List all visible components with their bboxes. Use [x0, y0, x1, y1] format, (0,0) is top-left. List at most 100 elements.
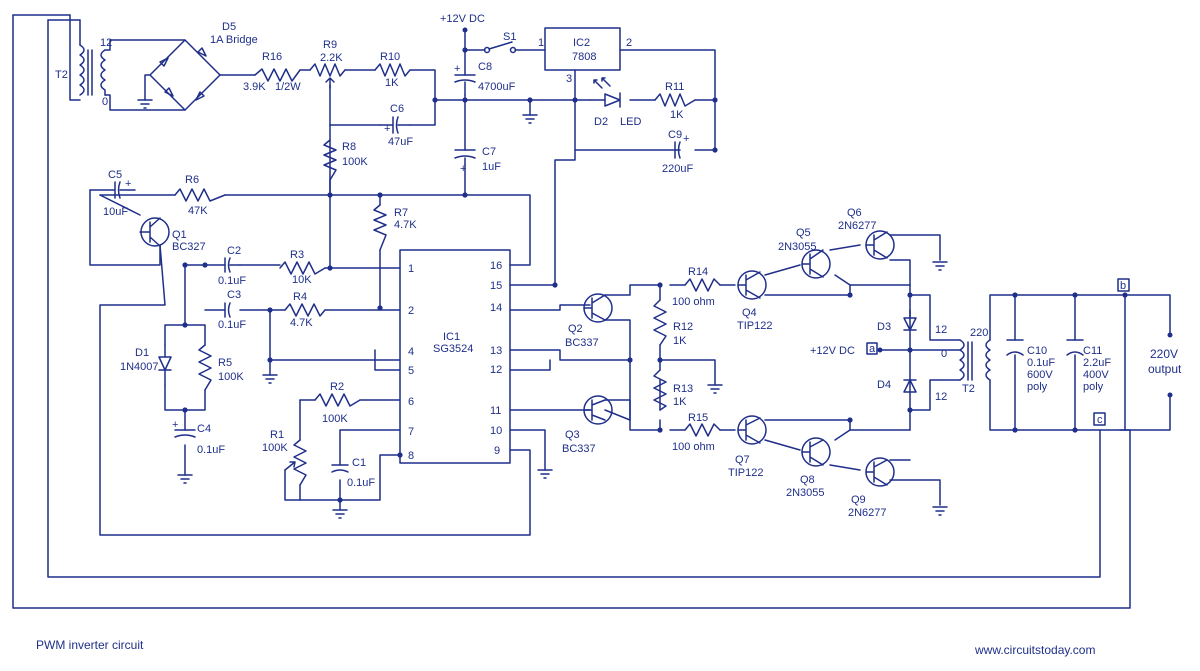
supply-mid-label: +12V DC [810, 345, 855, 357]
c3-ref: C3 [227, 289, 241, 301]
node-c-box [1093, 412, 1106, 426]
c4-value: 0.1uF [197, 444, 225, 456]
c11-value: 2.2uF [1083, 357, 1111, 369]
r8-ref: R8 [342, 141, 356, 153]
ground-icon [522, 114, 538, 124]
r15-value: 100 ohm [672, 441, 715, 453]
q3-ref: Q3 [565, 429, 580, 441]
c8-value: 4700uF [478, 81, 516, 93]
resistor-r2 [314, 393, 361, 407]
transformer-t2-right [959, 339, 991, 381]
c11-ref: C11 [1083, 345, 1102, 357]
c2-ref: C2 [227, 245, 241, 257]
c10-value: 0.1uF [1027, 357, 1055, 369]
ic1-pin: 15 [490, 280, 502, 292]
t2-left-pin-bottom: 0 [102, 96, 108, 108]
r10-value: 1K [385, 77, 399, 89]
r4-ref: R4 [293, 291, 307, 303]
ground-icon [262, 374, 278, 384]
r12-value: 1K [673, 335, 687, 347]
r9-ref: R9 [323, 39, 337, 51]
d3-ref: D3 [877, 321, 891, 333]
r14-ref: R14 [688, 266, 708, 278]
c8-ref: C8 [478, 61, 492, 73]
wires [12, 14, 1171, 609]
r12-ref: R12 [673, 321, 693, 333]
resistor-r6 [174, 188, 226, 202]
ic2-pin1: 1 [538, 37, 544, 49]
junction-dots [182, 47, 1128, 503]
capacitor-c9 [674, 141, 681, 159]
supply-top-terminal [462, 27, 468, 33]
c8-plus: + [454, 63, 460, 75]
c5-value: 10uF [103, 206, 128, 218]
c1-ref: C1 [352, 457, 366, 469]
c9-value: 220uF [662, 163, 693, 175]
r5-ref: R5 [218, 357, 232, 369]
node-a-label: a [869, 343, 876, 355]
r2-ref: R2 [330, 381, 344, 393]
pwm-controller-ic1 [399, 249, 511, 464]
output-terminal-bottom [1167, 392, 1173, 398]
ic1-pin: 1 [408, 263, 414, 275]
output-terminal-top [1167, 332, 1173, 338]
q5-ref: Q5 [796, 227, 811, 239]
ic2-pin3: 3 [566, 73, 572, 85]
r9-wiper [325, 77, 335, 89]
d2-value: LED [620, 116, 641, 128]
ground-icon [332, 509, 348, 519]
r4-value: 4.7K [290, 317, 313, 329]
q4-ref: Q4 [742, 307, 757, 319]
transistor-q6 [865, 230, 895, 260]
diode-d4 [903, 379, 917, 393]
resistor-r12 [653, 299, 667, 346]
d5-ref: D5 [222, 21, 236, 33]
ic1-pin: 9 [494, 445, 500, 457]
t2-right-pin-mid: 0 [941, 348, 947, 360]
transistor-q2 [583, 293, 613, 323]
c10-rating: 600V [1027, 369, 1053, 381]
c3-value: 0.1uF [218, 319, 246, 331]
q1-ref: Q1 [172, 229, 187, 241]
c6-value: 47uF [388, 136, 413, 148]
bridge-rectifier-d5 [149, 39, 221, 111]
ic2-pin2: 2 [626, 37, 632, 49]
ic1-ref: IC1 [443, 331, 460, 343]
resistor-r7 [373, 204, 387, 251]
capacitor-c8 [454, 74, 476, 96]
resistor-r16 [254, 68, 301, 82]
ground-icon [932, 506, 948, 516]
resistor-r10 [374, 63, 411, 77]
transistor-q7 [737, 415, 767, 445]
supply-top-label: +12V DC [440, 13, 485, 25]
capacitor-c10 [1006, 339, 1024, 356]
ic1-pin: 13 [490, 345, 502, 357]
transistor-q4 [737, 270, 767, 300]
ic1-pin: 6 [408, 396, 414, 408]
ground-icon [932, 261, 948, 271]
node-b-box [1117, 278, 1130, 292]
r14-value: 100 ohm [672, 296, 715, 308]
c6-plus: + [384, 123, 390, 135]
diagram-title: PWM inverter circuit [36, 638, 144, 652]
capacitor-c4 [174, 429, 196, 438]
r11-ref: R11 [665, 81, 684, 93]
r1-wiper [284, 461, 296, 471]
ic1-pin: 5 [408, 365, 414, 377]
r15-ref: R15 [688, 412, 708, 424]
c1-value: 0.1uF [347, 477, 375, 489]
potentiometer-r9 [309, 63, 346, 77]
transistor-q1 [139, 217, 170, 247]
resistor-r4 [284, 303, 326, 317]
r3-value: 10K [292, 274, 312, 286]
r5-value: 100K [218, 371, 244, 383]
resistor-r3 [279, 261, 326, 275]
q1-value: BC327 [172, 241, 206, 253]
d1-value: 1N4007 [120, 361, 159, 373]
c7-ref: C7 [482, 146, 496, 158]
c7-value: 1uF [482, 161, 501, 173]
r8-value: 100K [342, 156, 368, 168]
website-credit: www.circuitstoday.com [974, 643, 1095, 657]
